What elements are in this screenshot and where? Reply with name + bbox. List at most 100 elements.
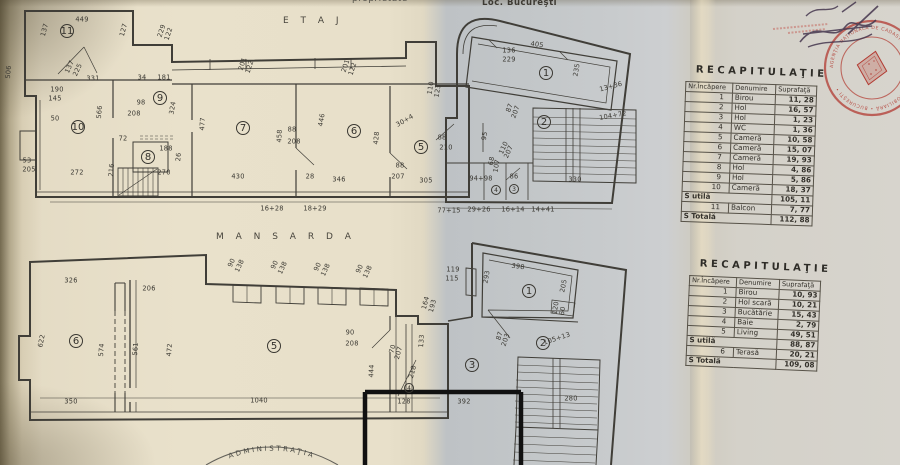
dimension-label: 1040 (250, 396, 268, 405)
dimension-label: 72 (118, 134, 128, 143)
dimension-label: 207 (391, 172, 405, 181)
dimension-label: 208 (127, 109, 141, 118)
dimension-label: 208 (287, 137, 301, 146)
etaj-right-wing-drawing (445, 17, 637, 210)
dimension-label: 88 (395, 161, 405, 170)
dimension-label: 458 (275, 129, 284, 143)
dimension-label: 566 (94, 105, 105, 119)
dimension-label: 14+41 (531, 205, 555, 214)
dimension-label: 444 (367, 364, 376, 378)
room-number-circle: 8 (141, 150, 155, 164)
dimension-label: 206 (142, 284, 156, 293)
room-number-circle: 1 (522, 284, 536, 298)
bottom-partial-stamp: ADMINISTRAŢIA (205, 445, 339, 465)
dimension-label: 88 (437, 133, 447, 142)
room-number-circle: 4 (491, 185, 501, 195)
dimension-label: 188 (159, 144, 173, 153)
heavy-highlight-rectangle (362, 389, 524, 465)
floor-label-etaj: E T A J (283, 16, 344, 26)
floor-label-mansarda: M A N S A R D A (216, 232, 356, 242)
dimension-label: 98 (136, 98, 146, 107)
bottom-stamp-text: ADMINISTRAŢIA (227, 445, 314, 461)
table-cell: 109, 08 (775, 359, 818, 372)
room-number-circle: 6 (69, 334, 83, 348)
room-number-circle: 10 (71, 120, 85, 134)
dimension-label: 280 (564, 394, 578, 403)
dimension-label: 53 (22, 156, 32, 165)
location-text: Loc. Bucureşti (482, 0, 558, 8)
dimension-label: 350 (64, 397, 78, 406)
dimension-label: 272 (70, 168, 84, 177)
dimension-label: 136 (502, 46, 516, 55)
room-number-circle: 5 (414, 140, 428, 154)
dimension-label: 16+28 (260, 204, 284, 213)
dimension-label: 208 (345, 339, 359, 348)
dimension-label: 472 (165, 343, 174, 357)
dimension-label: 506 (3, 65, 14, 79)
dimension-label: 428 (371, 131, 382, 145)
dimension-label: 205 (22, 165, 36, 174)
room-number-circle: 11 (60, 24, 74, 38)
dimension-label: 29+26 (467, 205, 491, 214)
dimension-label: 270 (157, 168, 171, 177)
dimension-label: 90 (345, 328, 355, 337)
dimension-label: 26 (174, 152, 183, 162)
dimension-label: 50 (50, 114, 60, 123)
room-number-circle: 1 (539, 66, 553, 80)
dimension-label: 18+29 (303, 204, 327, 213)
signature-scrawl (799, 1, 879, 48)
room-number-circle: 2 (537, 115, 551, 129)
dimension-label: 331 (86, 74, 100, 83)
etaj-plan-drawing (19, 10, 470, 203)
dimension-label: 449 (75, 15, 89, 24)
dimension-label: 95 (479, 130, 490, 141)
dimension-label: 133 (417, 334, 426, 348)
paper-fold-highlight (690, 0, 716, 465)
table-cell: 112, 88 (770, 214, 813, 226)
dimension-label: 88 (287, 125, 297, 134)
dimension-label: 34 (137, 73, 147, 82)
document-title-fragment: proprietate (352, 0, 408, 4)
dimension-label: 119 (446, 265, 460, 274)
dimension-label: 477 (198, 117, 207, 131)
dimension-label: 305 (419, 176, 433, 185)
dimension-label: 115 (445, 274, 459, 283)
room-number-circle: 7 (236, 121, 250, 135)
dimension-label: 145 (48, 94, 62, 103)
dimension-label: 28 (305, 172, 315, 181)
dimension-label: 392 (457, 397, 471, 406)
dimension-label: 430 (231, 172, 245, 181)
room-number-circle: 2 (536, 336, 550, 350)
dimension-label: 94+98 (469, 174, 493, 183)
dimension-label: 86 (509, 172, 519, 181)
room-number-circle: 3 (509, 184, 519, 194)
room-number-circle: 9 (153, 91, 167, 105)
dimension-label: 60 (557, 305, 568, 316)
dimension-label: 326 (64, 276, 78, 285)
dimension-label: 574 (97, 343, 106, 357)
room-number-circle: 6 (347, 124, 361, 138)
dimension-label: 190 (50, 85, 64, 94)
dimension-label: 128 (397, 397, 411, 406)
svg-text:ADMINISTRAŢIA: ADMINISTRAŢIA (227, 445, 316, 461)
mansarda-plan-drawing (18, 253, 449, 422)
mansarda-right-wing-drawing (447, 242, 628, 465)
dimension-label: 330 (568, 175, 582, 184)
dimension-label: 16+14 (501, 205, 525, 214)
dimension-label: 229 (502, 55, 516, 64)
room-number-circle: 3 (465, 358, 479, 372)
dimension-label: 216 (106, 163, 117, 177)
dimension-label: 181 (157, 73, 171, 82)
room-number-circle: 5 (267, 339, 281, 353)
room-number-circle: 4 (404, 383, 414, 393)
dimension-label: 346 (332, 175, 346, 184)
dimension-label: 77+15 (437, 206, 461, 215)
dimension-label: 561 (131, 342, 140, 356)
